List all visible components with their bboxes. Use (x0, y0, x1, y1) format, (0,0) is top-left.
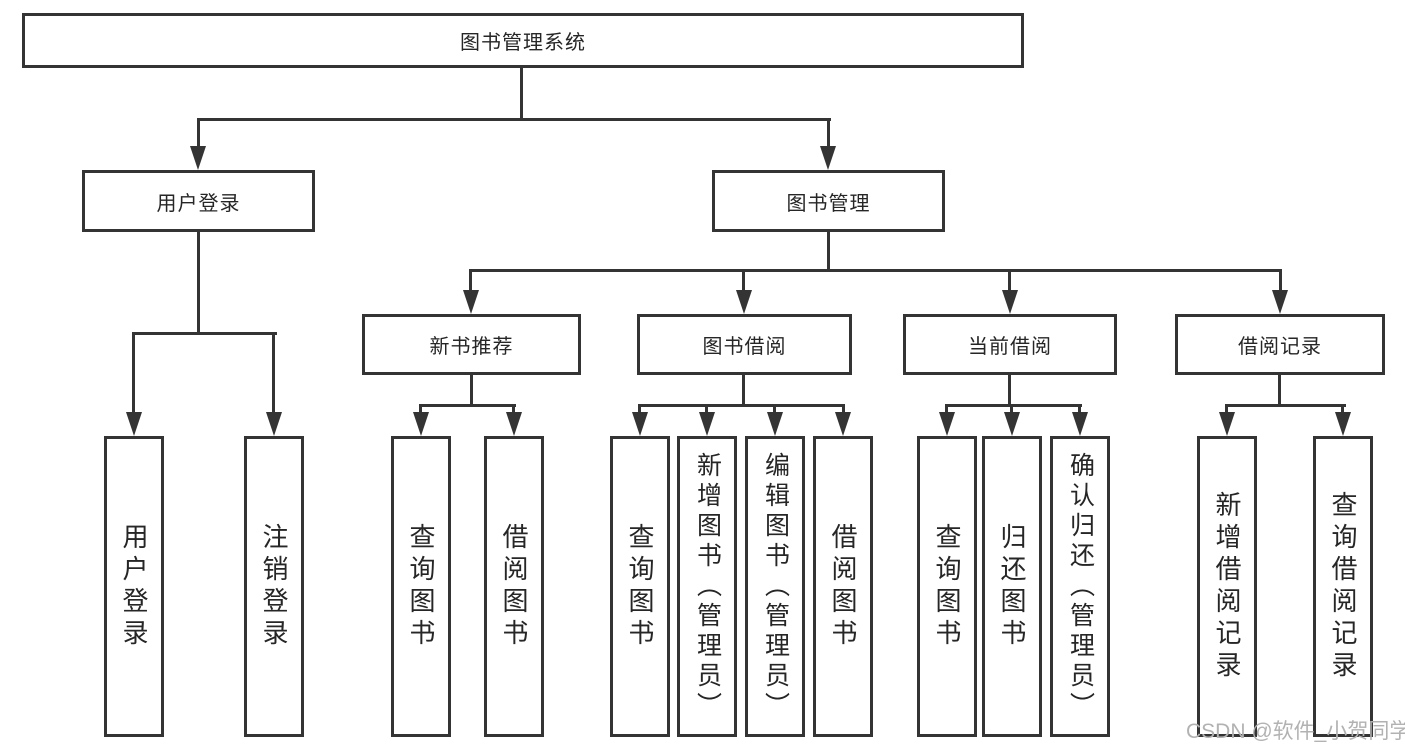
connector-leaf-stub (1225, 404, 1228, 416)
connector-current-bus (945, 404, 1082, 407)
node-new-book-recommend: 新书推荐 (362, 314, 581, 375)
arrow-down-icon (506, 412, 522, 436)
connector-leaf-stub (1010, 404, 1013, 416)
connector-leaf-stub (638, 404, 641, 416)
connector-root-drop (520, 68, 523, 121)
leaf-confirm-return-admin: 确认归还（管理员） (1050, 436, 1110, 737)
arrow-down-icon (767, 412, 783, 436)
arrow-down-icon (939, 412, 955, 436)
arrow-down-icon (1004, 412, 1020, 436)
connector-borrow-stub (742, 269, 745, 293)
connector-leaf-stub (705, 404, 708, 416)
arrow-down-icon (1072, 412, 1088, 436)
connector-leaf-stub (512, 404, 515, 416)
arrow-down-icon (413, 412, 429, 436)
arrow-down-icon (699, 412, 715, 436)
arrow-down-icon (1219, 412, 1235, 436)
node-user-login: 用户登录 (82, 170, 315, 232)
connector-leaf-stub (1341, 404, 1344, 416)
node-book-borrow: 图书借阅 (637, 314, 852, 375)
arrow-down-icon (632, 412, 648, 436)
leaf-return-books: 归还图书 (982, 436, 1042, 737)
connector-new-rec-stub (469, 269, 472, 293)
connector-current-drop (1008, 375, 1011, 407)
watermark: CSDN @软件_小贺同学 (1186, 720, 1405, 743)
leaf-add-borrow-record: 新增借阅记录 (1197, 436, 1257, 737)
connector-leaf-stub (773, 404, 776, 416)
arrow-down-icon (835, 412, 851, 436)
node-current-borrow: 当前借阅 (903, 314, 1117, 375)
leaf-add-books-admin: 新增图书（管理员） (677, 436, 737, 737)
leaf-query-books-borrow: 查询图书 (610, 436, 670, 737)
connector-current-stub (1008, 269, 1011, 293)
connector-book-mgmt-stub (827, 118, 830, 150)
arrow-down-icon (820, 146, 836, 170)
leaf-query-borrow-record: 查询借阅记录 (1313, 436, 1373, 737)
leaf-user-login: 用户登录 (104, 436, 164, 737)
arrow-down-icon (126, 412, 142, 436)
arrow-down-icon (190, 146, 206, 170)
connector-new-rec-bus (419, 404, 516, 407)
connector-user-login-bus (132, 332, 277, 335)
node-root-system: 图书管理系统 (22, 13, 1024, 68)
arrow-down-icon (1335, 412, 1351, 436)
connector-level3-bus (469, 269, 1282, 272)
leaf-query-books-newrec: 查询图书 (391, 436, 451, 737)
connector-borrow-drop (742, 375, 745, 407)
leaf-logout: 注销登录 (244, 436, 304, 737)
connector-records-stub (1279, 269, 1282, 293)
connector-new-rec-drop (470, 375, 473, 407)
arrow-down-icon (266, 412, 282, 436)
leaf-borrow-books-newrec: 借阅图书 (484, 436, 544, 737)
arrow-down-icon (1002, 290, 1018, 314)
connector-leaf-stub (132, 332, 135, 414)
connector-user-login-stub (197, 118, 200, 150)
node-book-management: 图书管理 (712, 170, 945, 232)
connector-records-bus (1225, 404, 1346, 407)
connector-leaf-stub (842, 404, 845, 416)
connector-leaf-stub (1078, 404, 1081, 416)
connector-book-mgmt-drop (827, 232, 830, 272)
connector-records-drop (1278, 375, 1281, 407)
leaf-borrow-books: 借阅图书 (813, 436, 873, 737)
leaf-edit-books-admin: 编辑图书（管理员） (745, 436, 805, 737)
node-borrow-records: 借阅记录 (1175, 314, 1385, 375)
connector-user-login-drop (197, 232, 200, 335)
connector-level2-bus (197, 118, 831, 121)
connector-leaf-stub (272, 332, 275, 414)
leaf-query-books-current: 查询图书 (917, 436, 977, 737)
arrow-down-icon (463, 290, 479, 314)
arrow-down-icon (736, 290, 752, 314)
connector-leaf-stub (419, 404, 422, 416)
arrow-down-icon (1272, 290, 1288, 314)
connector-leaf-stub (945, 404, 948, 416)
connector-borrow-bus (638, 404, 845, 407)
